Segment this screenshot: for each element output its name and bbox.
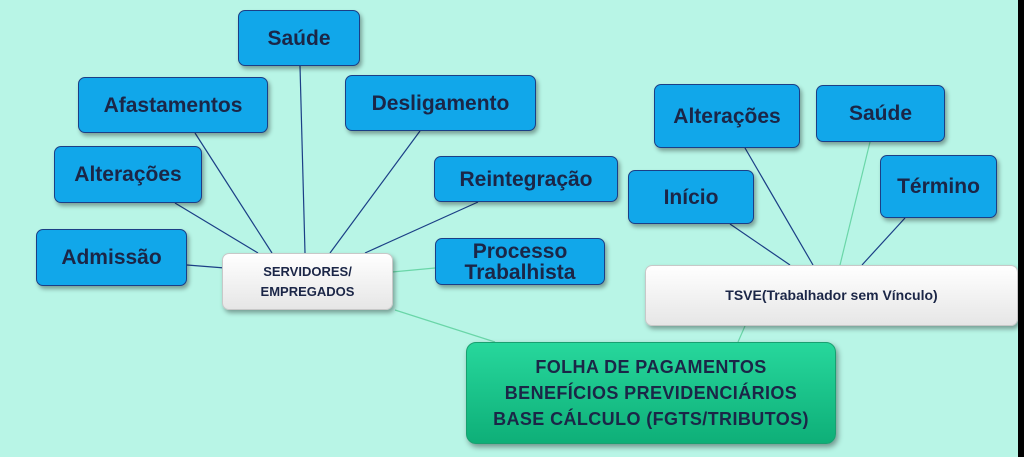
node-admissao: Admissão	[36, 229, 187, 286]
connector-reintegracao	[364, 201, 479, 254]
hub-servidores-line2: EMPREGADOS	[260, 283, 355, 299]
hub-servidores-line1: SERVIDORES/	[263, 264, 352, 279]
node-afastamentos-label: Afastamentos	[103, 93, 243, 117]
connector-tsve-central	[737, 325, 746, 343]
connector-saude-tsve	[839, 141, 871, 266]
central-line3: BASE CÁLCULO (FGTS/TRIBUTOS)	[493, 409, 809, 430]
connector-afastamentos	[194, 132, 273, 254]
node-inicio-tsve: Início	[628, 170, 754, 224]
node-desligamento: Desligamento	[345, 75, 536, 131]
connector-admissao	[186, 264, 226, 269]
node-termino-tsve: Término	[880, 155, 997, 218]
node-reintegracao: Reintegração	[434, 156, 618, 202]
connector-servidores-central	[394, 309, 496, 343]
central-node: FOLHA DE PAGAMENTOS BENEFÍCIOS PREVIDENC…	[466, 342, 836, 444]
hub-servidores-empregados: SERVIDORES/ EMPREGADOS	[222, 253, 393, 310]
node-processo-trabalhista: Processo Trabalhista	[435, 238, 605, 285]
node-reintegracao-label: Reintegração	[459, 167, 593, 191]
node-alteracoes-label: Alterações	[74, 163, 182, 186]
central-line1: FOLHA DE PAGAMENTOS	[535, 356, 767, 377]
node-inicio-label: Início	[663, 185, 719, 209]
node-alteracoes: Alterações	[54, 146, 202, 203]
connector-termino	[861, 217, 906, 266]
right-edge-band	[1018, 0, 1024, 457]
connector-inicio	[729, 223, 791, 266]
node-saude-tsve-label: Saúde	[848, 102, 913, 125]
node-alteracoes-tsve: Alterações	[654, 84, 800, 148]
hub-tsve: TSVE(Trabalhador sem Vínculo)	[645, 265, 1018, 326]
central-line2: BENEFÍCIOS PREVIDENCIÁRIOS	[504, 382, 798, 403]
node-processo-label-line1: Processo	[472, 239, 568, 263]
connector-alteracoes	[174, 202, 259, 254]
connector-processo	[391, 267, 436, 273]
connector-alteracoes-tsve	[744, 147, 814, 266]
node-admissao-label: Admissão	[61, 246, 162, 269]
node-processo-label-line2: Trabalhista	[464, 260, 576, 284]
node-saude: Saúde	[238, 10, 360, 66]
node-termino-label: Término	[897, 175, 980, 198]
node-alteracoes-tsve-label: Alterações	[673, 104, 781, 128]
node-saude-tsve: Saúde	[816, 85, 945, 142]
connector-desligamento	[329, 130, 421, 254]
hub-tsve-label: TSVE(Trabalhador sem Vínculo)	[725, 287, 938, 303]
node-desligamento-label: Desligamento	[371, 91, 510, 115]
node-afastamentos: Afastamentos	[78, 77, 268, 133]
connector-saude	[299, 65, 306, 254]
node-saude-label: Saúde	[267, 26, 331, 50]
